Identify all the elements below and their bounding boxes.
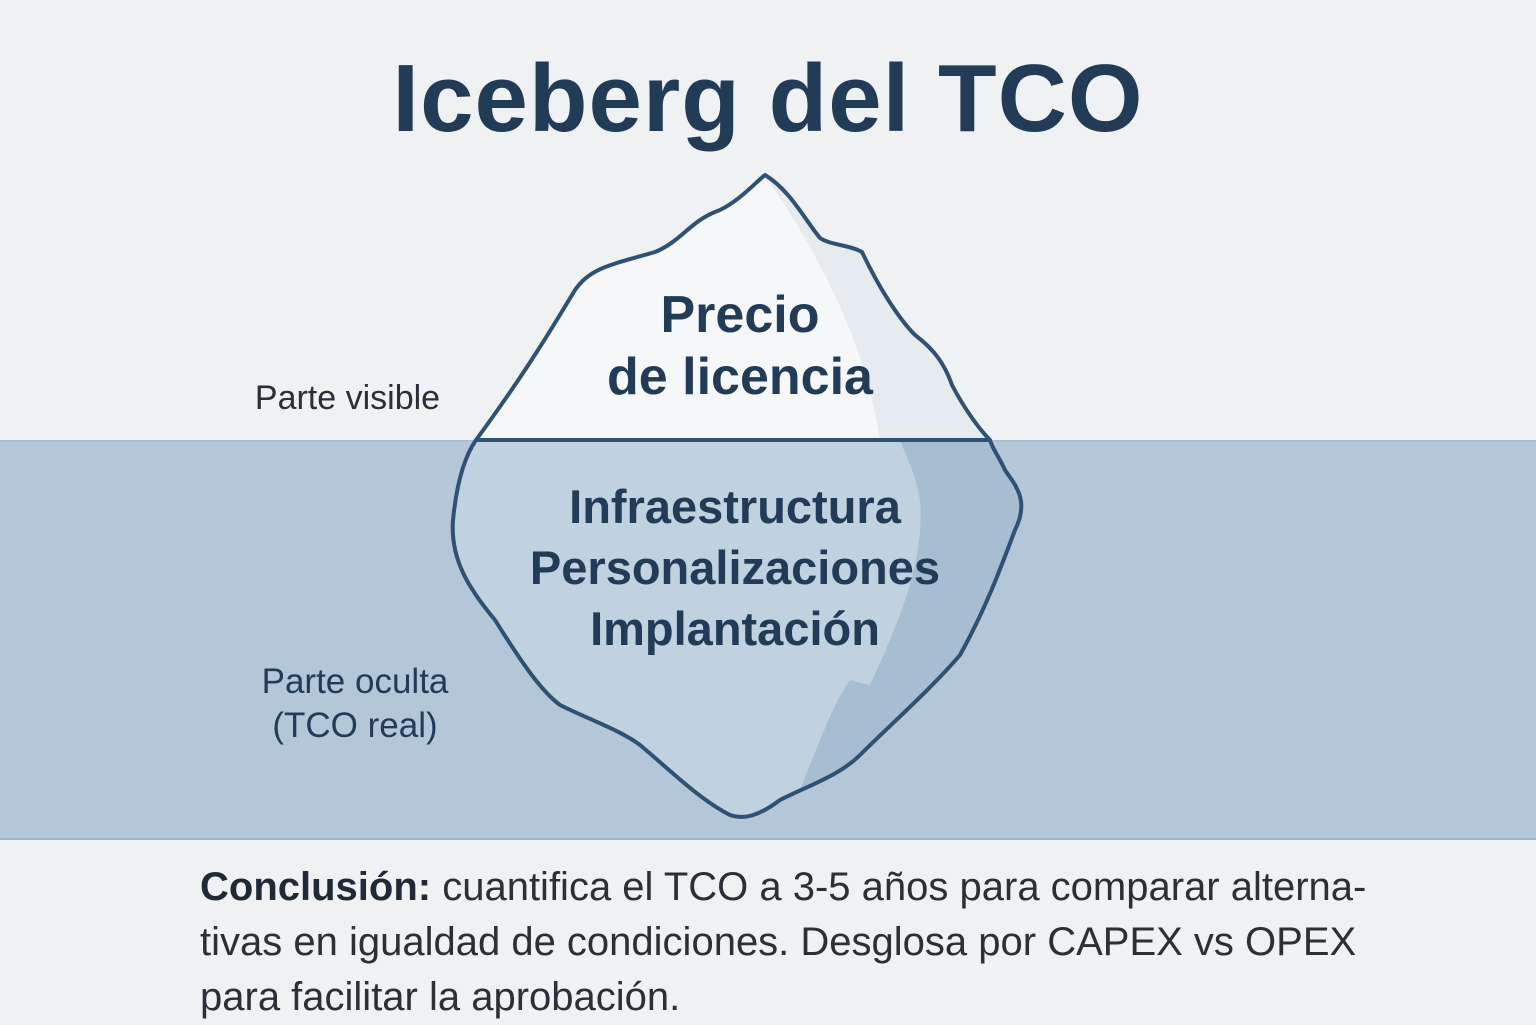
hidden-part-label-line2: (TCO real): [272, 706, 438, 745]
hidden-part-label: Parte oculta (TCO real): [220, 660, 490, 748]
conclusion-line: tivas en igualdad de condiciones. Desglo…: [200, 920, 1357, 964]
hidden-part-label-line1: Parte oculta: [261, 662, 449, 701]
hidden-costs-list: Infraestructura Personalizaciones Implan…: [480, 476, 990, 659]
conclusion-lead: Conclusión:: [200, 865, 432, 909]
page-title: Iceberg del TCO: [392, 45, 1144, 152]
conclusion-line: cuantifica el TCO a 3-5 años para compar…: [431, 865, 1367, 909]
conclusion-line: para facilitar la aprobación.: [200, 975, 681, 1019]
conclusion-text: Conclusión: cuantifica el TCO a 3-5 años…: [200, 860, 1440, 1025]
visible-part-label: Parte visible: [254, 379, 441, 417]
hidden-cost-item: Personalizaciones: [529, 541, 941, 594]
hidden-cost-item: Implantación: [590, 602, 880, 655]
hidden-cost-item: Infraestructura: [569, 480, 901, 533]
iceberg-outline: [450, 173, 1024, 819]
tip-line: de licencia: [607, 348, 873, 406]
iceberg-tip: [476, 175, 990, 440]
tip-line: Precio: [660, 286, 820, 344]
tip-cost-text: Precio de licencia: [540, 284, 940, 408]
